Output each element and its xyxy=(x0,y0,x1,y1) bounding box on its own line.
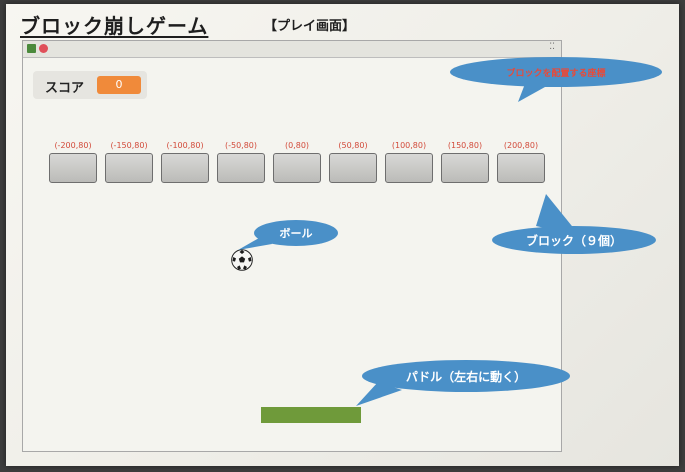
block-coordinate: (150,80) xyxy=(447,141,483,150)
callout-paddle: パドル（左右に動く） xyxy=(405,370,527,384)
block-coordinate: (-150,80) xyxy=(110,141,148,150)
block xyxy=(105,153,153,183)
block-coordinate: (-200,80) xyxy=(54,141,92,150)
callout-ball: ボール xyxy=(279,227,313,240)
score-label: スコア xyxy=(45,81,85,96)
block xyxy=(329,153,377,183)
block xyxy=(385,153,433,183)
block-coordinate: (-100,80) xyxy=(166,141,204,150)
app-icon xyxy=(27,44,36,53)
block-coordinate: (100,80) xyxy=(391,141,427,150)
close-icon[interactable] xyxy=(39,44,48,53)
page-title: ブロック崩しゲーム xyxy=(20,14,209,38)
block-coordinate: (200,80) xyxy=(503,141,539,150)
block-coordinate: (0,80) xyxy=(284,141,310,150)
annotation-layer xyxy=(238,57,662,406)
window-titlebar: ⁚⁚ xyxy=(23,41,561,58)
resize-icon[interactable]: ⁚⁚ xyxy=(549,42,555,52)
paper-sheet: ブロック崩しゲーム 【プレイ画面】 ⁚⁚ スコア 0 (-200,80) (-1… xyxy=(6,4,679,466)
game-window: ⁚⁚ スコア 0 (-200,80) (-150,80) (-100,80) (… xyxy=(22,40,562,452)
screen-label: 【プレイ画面】 xyxy=(264,19,356,34)
block-coordinate: (-50,80) xyxy=(224,141,258,150)
block xyxy=(497,153,545,183)
score-panel: スコア 0 xyxy=(33,71,147,99)
paddle[interactable] xyxy=(261,407,361,423)
block-coordinate: (50,80) xyxy=(338,141,368,150)
block xyxy=(217,153,265,183)
soccer-ball-icon xyxy=(231,249,253,271)
callout-block-position: ブロックを配置する座標 xyxy=(506,69,606,79)
score-value: 0 xyxy=(97,76,141,94)
block xyxy=(441,153,489,183)
callout-block-count: ブロック（９個） xyxy=(525,234,622,248)
block xyxy=(49,153,97,183)
block xyxy=(161,153,209,183)
block xyxy=(273,153,321,183)
